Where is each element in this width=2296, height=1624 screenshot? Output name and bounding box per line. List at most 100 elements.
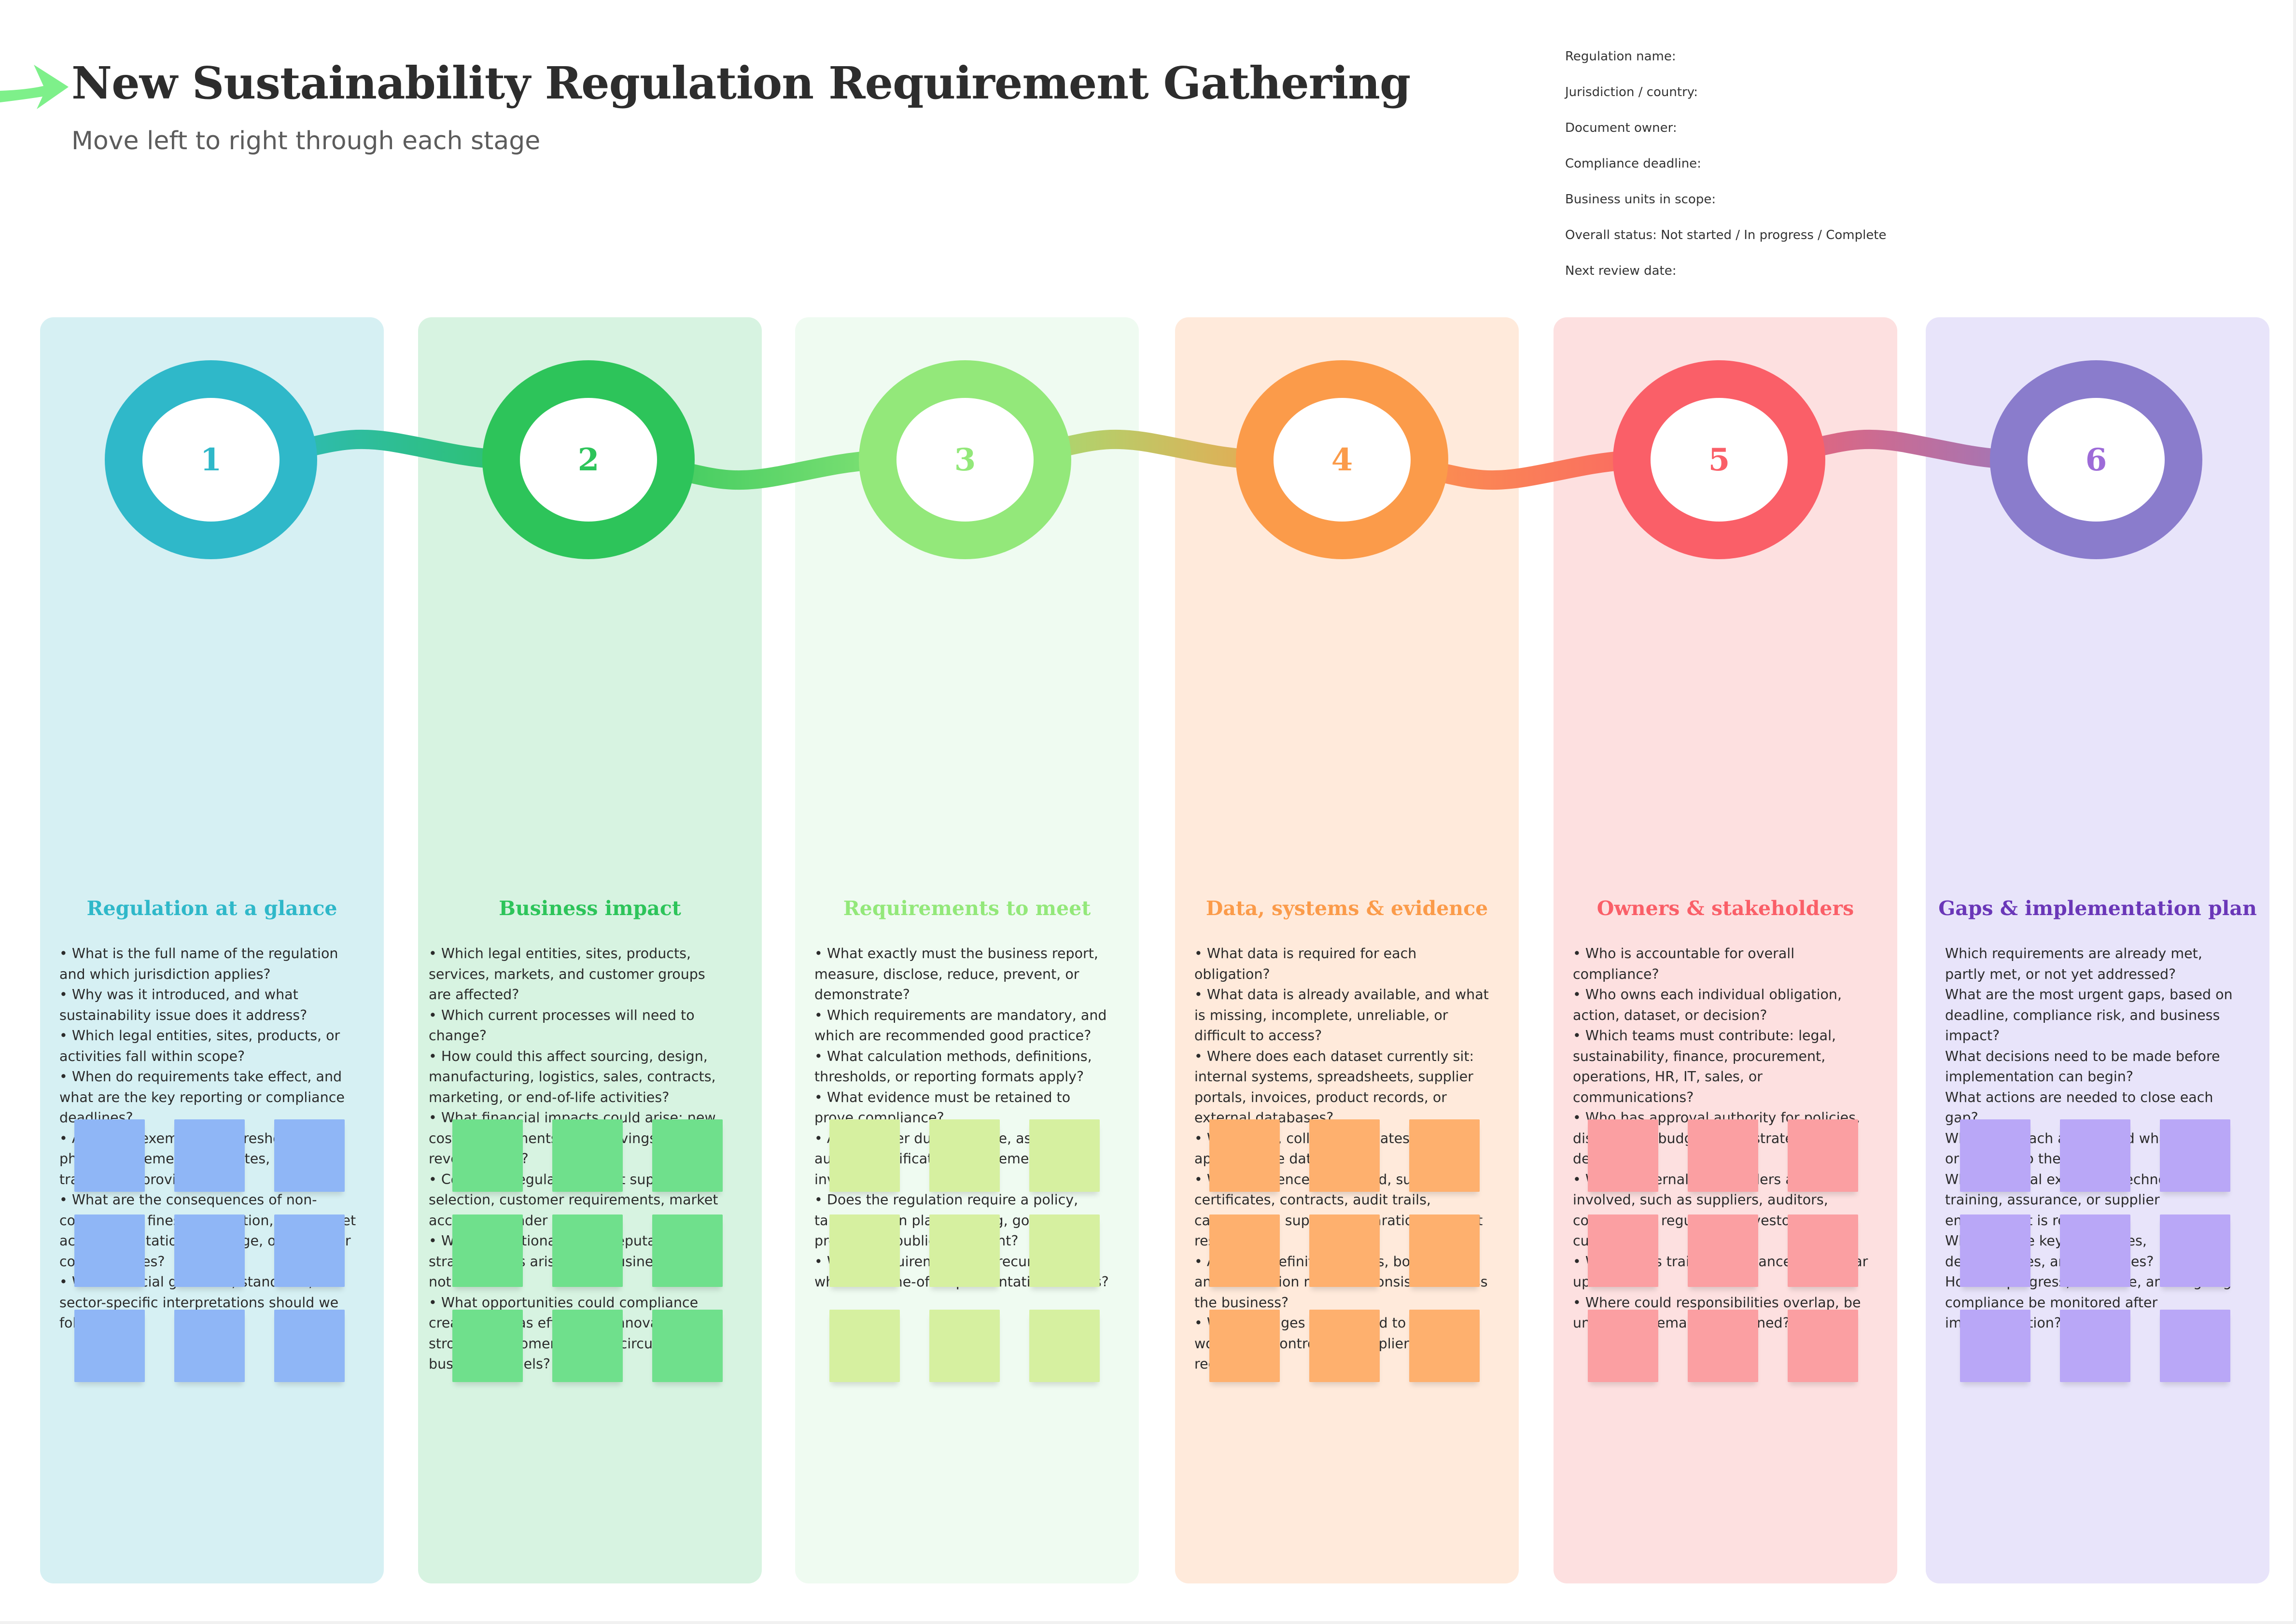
page-title: New Sustainability Regulation Requiremen… — [71, 57, 1411, 109]
sticky-note[interactable] — [274, 1310, 345, 1382]
sticky-note[interactable] — [929, 1214, 1000, 1287]
question-item: • Which requirements are mandatory, and … — [814, 1007, 1107, 1044]
stage-number-circle: 3 — [859, 360, 1071, 559]
sticky-note[interactable] — [1688, 1310, 1758, 1382]
sticky-note[interactable] — [829, 1214, 900, 1287]
sticky-note[interactable] — [1688, 1214, 1758, 1287]
question-item: What are the most urgent gaps, based on … — [1945, 987, 2233, 1044]
stage-title: Owners & stakeholders — [1596, 897, 1854, 920]
stage-title: Gaps & implementation plan — [1938, 897, 2257, 920]
sticky-note[interactable] — [1029, 1310, 1100, 1382]
stage-title: Business impact — [499, 897, 681, 920]
sticky-note[interactable] — [1588, 1310, 1658, 1382]
stage-number-circle: 1 — [105, 360, 317, 559]
question-item: • What exactly must the business report,… — [814, 946, 1098, 1003]
question-item: • When do requirements take effect, and … — [59, 1069, 345, 1126]
sticky-note[interactable] — [1960, 1214, 2030, 1287]
sticky-note[interactable] — [1209, 1310, 1280, 1382]
sticky-note[interactable] — [552, 1310, 623, 1382]
sticky-note[interactable] — [1309, 1310, 1380, 1382]
sticky-note[interactable] — [1409, 1214, 1480, 1287]
meta-field[interactable]: Overall status: Not started / In progres… — [1565, 228, 1887, 242]
sticky-note[interactable] — [1688, 1119, 1758, 1192]
meta-field[interactable]: Regulation name: — [1565, 49, 1676, 64]
question-item: • Who is accountable for overall complia… — [1573, 946, 1795, 982]
question-item: What decisions need to be made before im… — [1945, 1048, 2220, 1085]
question-item: • What evidence must be retained to prov… — [814, 1089, 1071, 1126]
sticky-note[interactable] — [1029, 1119, 1100, 1192]
sticky-note[interactable] — [652, 1310, 723, 1382]
stage-number-circle: 5 — [1613, 360, 1825, 559]
sticky-note[interactable] — [174, 1119, 245, 1192]
stage-column-4: Data, systems & evidence • What data is r… — [1175, 317, 1519, 1583]
sticky-note[interactable] — [1960, 1310, 2030, 1382]
stage-title: Requirements to meet — [843, 897, 1091, 920]
question-item: • How could this affect sourcing, design… — [429, 1048, 716, 1105]
sticky-note[interactable] — [2160, 1310, 2230, 1382]
sticky-note[interactable] — [452, 1214, 523, 1287]
sticky-note[interactable] — [1788, 1214, 1858, 1287]
sticky-note[interactable] — [74, 1119, 145, 1192]
question-item: • Which legal entities, sites, products,… — [59, 1028, 340, 1064]
sticky-note[interactable] — [74, 1310, 145, 1382]
stage-number: 4 — [1331, 441, 1353, 478]
question-item: What actions are needed to close each ga… — [1945, 1089, 2213, 1126]
stage-number: 6 — [2085, 441, 2107, 478]
stage-title: Data, systems & evidence — [1205, 897, 1488, 920]
sticky-note[interactable] — [1788, 1310, 1858, 1382]
stage-number-circle: 4 — [1236, 360, 1448, 559]
sticky-note[interactable] — [1209, 1214, 1280, 1287]
sticky-note[interactable] — [1209, 1119, 1280, 1192]
question-item: • Why was it introduced, and what sustai… — [59, 987, 308, 1023]
stage-number-circle: 2 — [482, 360, 695, 559]
sticky-note[interactable] — [829, 1310, 900, 1382]
sticky-note[interactable] — [2160, 1214, 2230, 1287]
meta-field[interactable]: Next review date: — [1565, 264, 1677, 278]
page-subtitle: Move left to right through each stage — [71, 127, 541, 155]
sticky-note[interactable] — [174, 1214, 245, 1287]
meta-field[interactable]: Jurisdiction / country: — [1565, 85, 1698, 99]
sticky-note[interactable] — [452, 1310, 523, 1382]
stage-number: 2 — [577, 441, 600, 478]
stage-number: 1 — [200, 441, 222, 478]
stage-number-circle: 6 — [1990, 360, 2202, 559]
sticky-note[interactable] — [552, 1119, 623, 1192]
question-item: • What is the full name of the regulatio… — [59, 946, 338, 982]
sticky-note[interactable] — [1588, 1119, 1658, 1192]
sticky-note[interactable] — [452, 1119, 523, 1192]
sticky-note[interactable] — [1960, 1119, 2030, 1192]
sticky-note[interactable] — [174, 1310, 245, 1382]
sticky-note[interactable] — [74, 1214, 145, 1287]
arrow-right-icon — [0, 65, 69, 109]
meta-field[interactable]: Compliance deadline: — [1565, 156, 1701, 171]
sticky-note[interactable] — [1588, 1214, 1658, 1287]
stage-title: Regulation at a glance — [86, 897, 337, 920]
sticky-note[interactable] — [1409, 1310, 1480, 1382]
sticky-note[interactable] — [929, 1119, 1000, 1192]
sticky-note[interactable] — [1409, 1119, 1480, 1192]
sticky-note[interactable] — [552, 1214, 623, 1287]
sticky-note[interactable] — [1309, 1119, 1380, 1192]
meta-field[interactable]: Document owner: — [1565, 121, 1677, 135]
sticky-note[interactable] — [1788, 1119, 1858, 1192]
sticky-note[interactable] — [929, 1310, 1000, 1382]
sticky-note[interactable] — [652, 1214, 723, 1287]
question-item: • Which legal entities, sites, products,… — [429, 946, 705, 1003]
sticky-note[interactable] — [2160, 1119, 2230, 1192]
meta-field[interactable]: Business units in scope: — [1565, 192, 1716, 207]
sticky-note[interactable] — [2060, 1119, 2130, 1192]
sticky-note[interactable] — [2060, 1214, 2130, 1287]
sticky-note[interactable] — [829, 1119, 900, 1192]
question-item: • Which current processes will need to c… — [429, 1007, 695, 1044]
sticky-note[interactable] — [1029, 1214, 1100, 1287]
stage-number: 3 — [954, 441, 976, 478]
question-item: • What data is required for each obligat… — [1194, 946, 1417, 982]
question-item: • Which teams must contribute: legal, su… — [1573, 1028, 1836, 1105]
sticky-note[interactable] — [1309, 1214, 1380, 1287]
sticky-note[interactable] — [274, 1214, 345, 1287]
sticky-note[interactable] — [2060, 1310, 2130, 1382]
sticky-note[interactable] — [274, 1119, 345, 1192]
sticky-note[interactable] — [652, 1119, 723, 1192]
stage-number: 5 — [1708, 441, 1730, 478]
